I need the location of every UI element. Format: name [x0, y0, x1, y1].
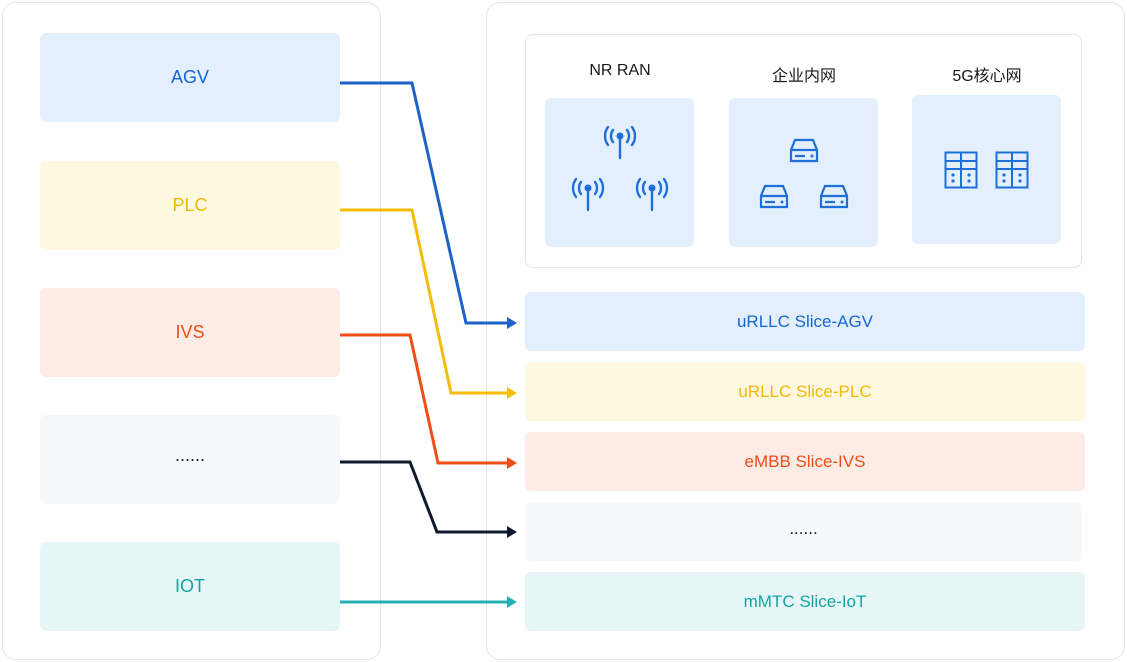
arrowhead-agv	[507, 317, 517, 329]
slice-label: uRLLC Slice-AGV	[736, 311, 874, 331]
source-label: AGV	[170, 67, 209, 87]
source-agv: AGV	[40, 33, 340, 122]
source-ivs: IVS	[40, 288, 340, 377]
arrowhead-plc	[507, 387, 517, 399]
connector-plc	[340, 208, 509, 395]
antenna-icon	[571, 178, 605, 212]
slice-label: mMTC Slice-IoT	[743, 591, 867, 611]
slice-label: ......	[789, 518, 818, 538]
infra-title-enterprise-network: 企业内网	[771, 68, 836, 85]
arrowhead-iot	[507, 596, 517, 608]
source-label: PLC	[172, 195, 208, 215]
antenna-icon	[635, 178, 669, 212]
server-icon	[819, 184, 849, 209]
5g-core-card	[912, 95, 1061, 244]
server-icon	[759, 184, 789, 209]
slice-urllc-agv: uRLLC Slice-AGV	[525, 292, 1085, 351]
arrowhead-ivs	[507, 457, 517, 469]
slice-more: ......	[525, 502, 1082, 561]
antenna-icon	[603, 126, 637, 160]
source-iot: IOT	[40, 542, 340, 631]
slice-embb-ivs: eMBB Slice-IVS	[525, 432, 1085, 491]
server-rack-icon	[995, 151, 1029, 189]
source-label: IOT	[175, 576, 205, 596]
infra-title-nr-ran: NR RAN	[589, 62, 651, 79]
connector-agv	[340, 81, 509, 325]
infra-title-5g-core: 5G核心网	[952, 68, 1022, 85]
connector-ivs	[340, 333, 509, 465]
slice-label: uRLLC Slice-PLC	[738, 381, 872, 401]
arrowhead-more	[507, 526, 517, 538]
slice-urllc-plc: uRLLC Slice-PLC	[525, 362, 1085, 421]
slice-label: eMBB Slice-IVS	[744, 451, 866, 471]
source-plc: PLC	[40, 161, 340, 250]
slice-mmtc-iot: mMTC Slice-IoT	[525, 572, 1085, 631]
enterprise-network-card	[729, 98, 878, 247]
server-icon	[789, 138, 819, 163]
connector-more	[340, 460, 509, 534]
source-label: IVS	[175, 322, 205, 342]
source-label: ......	[174, 445, 205, 465]
source-more: ......	[40, 415, 340, 504]
nr-ran-card	[545, 98, 694, 247]
server-rack-icon	[944, 151, 978, 189]
